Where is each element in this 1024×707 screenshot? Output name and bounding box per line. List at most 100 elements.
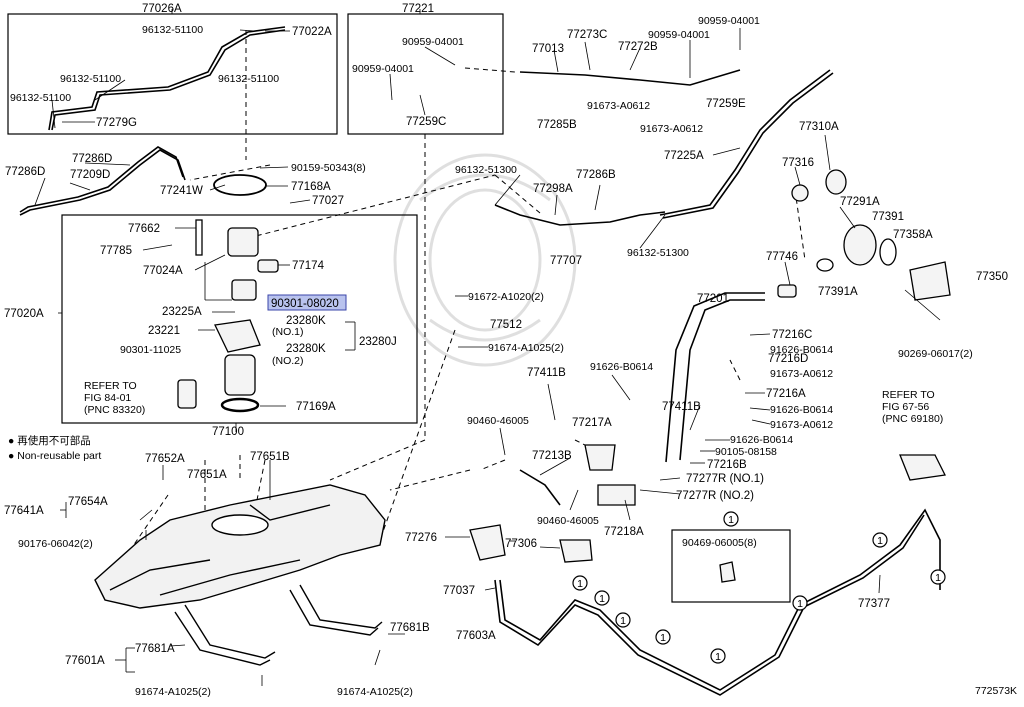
- label-77391A[interactable]: 77391A: [818, 286, 858, 298]
- label-77358A[interactable]: 77358A: [893, 229, 933, 241]
- label-77216A[interactable]: 77216A: [766, 388, 806, 400]
- label-90460-46005-b[interactable]: 90460-46005: [537, 515, 599, 527]
- label-77024A[interactable]: 77024A: [143, 265, 183, 277]
- label-77641A[interactable]: 77641A: [4, 505, 44, 517]
- label-77273C[interactable]: 77273C: [567, 29, 607, 41]
- label-90959-04001-d[interactable]: 90959-04001: [698, 15, 760, 27]
- label-91626-B0614-a[interactable]: 91626-B0614: [770, 344, 833, 356]
- label-77013[interactable]: 77013: [532, 43, 564, 55]
- label-23280K-no2[interactable]: 23280K: [286, 343, 326, 355]
- label-77286D-a[interactable]: 77286D: [72, 153, 112, 165]
- label-77037[interactable]: 77037: [443, 585, 475, 597]
- label-77377[interactable]: 77377: [858, 598, 890, 610]
- label-77216B[interactable]: 77216B: [707, 459, 747, 471]
- label-77654A[interactable]: 77654A: [68, 496, 108, 508]
- label-77201[interactable]: 77201: [697, 293, 729, 305]
- label-23280K-no1[interactable]: 23280K: [286, 315, 326, 327]
- label-77279G[interactable]: 77279G: [96, 117, 137, 129]
- label-90959-04001-b[interactable]: 90959-04001: [352, 63, 414, 75]
- label-90460-46005-a[interactable]: 90460-46005: [467, 415, 529, 427]
- label-91626-B0614-d[interactable]: 91626-B0614: [730, 434, 793, 446]
- label-77168A[interactable]: 77168A: [291, 181, 331, 193]
- label-90105-08158[interactable]: 90105-08158: [715, 446, 777, 458]
- label-91626-B0614-c[interactable]: 91626-B0614: [590, 361, 653, 373]
- label-77213B[interactable]: 77213B: [532, 450, 572, 462]
- label-77026A[interactable]: 77026A: [142, 3, 182, 15]
- label-77306[interactable]: 77306: [505, 538, 537, 550]
- label-77277R-no2[interactable]: 77277R (NO.2): [676, 490, 754, 502]
- label-77350[interactable]: 77350: [976, 271, 1008, 283]
- label-77512[interactable]: 77512: [490, 319, 522, 331]
- label-96132-51100-d[interactable]: 96132-51100: [10, 92, 71, 104]
- label-77316[interactable]: 77316: [782, 157, 814, 169]
- label-77221[interactable]: 77221: [402, 3, 434, 15]
- label-90176-06042[interactable]: 90176-06042(2): [18, 538, 93, 550]
- label-77225A[interactable]: 77225A: [664, 150, 704, 162]
- label-77277R-no1[interactable]: 77277R (NO.1): [686, 473, 764, 485]
- label-77603A[interactable]: 77603A: [456, 630, 496, 642]
- label-77285B[interactable]: 77285B: [537, 119, 577, 131]
- label-77020A[interactable]: 77020A: [4, 308, 44, 320]
- label-77174[interactable]: 77174: [292, 260, 325, 272]
- clip-number: 1: [715, 651, 721, 663]
- label-91673-A0612-a[interactable]: 91673-A0612: [587, 100, 650, 112]
- label-90959-04001-a[interactable]: 90959-04001: [402, 36, 464, 48]
- label-77259E[interactable]: 77259E: [706, 98, 746, 110]
- label-77276[interactable]: 77276: [405, 532, 437, 544]
- label-77169A[interactable]: 77169A: [296, 401, 336, 413]
- label-90301-08020[interactable]: 90301-08020: [271, 298, 339, 310]
- label-77785[interactable]: 77785: [100, 245, 132, 257]
- label-91673-A0612-d[interactable]: 91673-A0612: [770, 419, 833, 431]
- label-91672-A1020[interactable]: 91672-A1020(2): [468, 291, 544, 303]
- label-77411B-a[interactable]: 77411B: [527, 367, 566, 379]
- label-96132-51300-b[interactable]: 96132-51300: [627, 247, 689, 259]
- label-91674-A1025-b[interactable]: 91674-A1025(2): [135, 686, 211, 698]
- label-91674-A1025-a[interactable]: 91674-A1025(2): [488, 342, 564, 354]
- label-96132-51100-c[interactable]: 96132-51100: [218, 73, 279, 85]
- label-91673-A0612-b[interactable]: 91673-A0612: [640, 123, 703, 135]
- label-77100[interactable]: 77100: [212, 426, 244, 438]
- label-77746[interactable]: 77746: [766, 251, 798, 263]
- label-23221[interactable]: 23221: [148, 325, 180, 337]
- label-77411B-b[interactable]: 77411B: [662, 401, 701, 413]
- label-91674-A1025-c[interactable]: 91674-A1025(2): [337, 686, 413, 698]
- label-90159-50343[interactable]: 90159-50343(8): [291, 162, 366, 174]
- label-77259C[interactable]: 77259C: [406, 116, 446, 128]
- label-77022A[interactable]: 77022A: [292, 26, 332, 38]
- label-23225A[interactable]: 23225A: [162, 306, 202, 318]
- label-77291A[interactable]: 77291A: [840, 196, 880, 208]
- label-77218A[interactable]: 77218A: [604, 526, 644, 538]
- label-77707[interactable]: 77707: [550, 255, 582, 267]
- label-77027[interactable]: 77027: [312, 195, 344, 207]
- label-77310A[interactable]: 77310A: [799, 121, 839, 133]
- label-23280J[interactable]: 23280J: [359, 336, 397, 348]
- label-77651A[interactable]: 77651A: [187, 469, 227, 481]
- label-77286D-b[interactable]: 77286D: [5, 166, 45, 178]
- label-77391[interactable]: 77391: [872, 211, 904, 223]
- label-77209D[interactable]: 77209D: [70, 169, 110, 181]
- label-77216C[interactable]: 77216C: [772, 329, 812, 341]
- legend-jp: ● 再使用不可部品: [8, 434, 91, 447]
- label-91673-A0612-c[interactable]: 91673-A0612: [770, 368, 833, 380]
- label-77217A[interactable]: 77217A: [572, 417, 612, 429]
- label-90469-06005[interactable]: 90469-06005(8): [682, 537, 757, 549]
- label-77681B[interactable]: 77681B: [390, 622, 430, 634]
- clip-callout-circle: [572, 575, 588, 591]
- label-96132-51100-b[interactable]: 96132-51100: [60, 73, 121, 85]
- label-96132-51100-a[interactable]: 96132-51100: [142, 24, 203, 36]
- label-77286B[interactable]: 77286B: [576, 169, 616, 181]
- label-96132-51300-a[interactable]: 96132-51300: [455, 164, 517, 176]
- label-90269-06017[interactable]: 90269-06017(2): [898, 348, 973, 360]
- label-77652A[interactable]: 77652A: [145, 453, 185, 465]
- label-77601A[interactable]: 77601A: [65, 655, 105, 667]
- label-77681A[interactable]: 77681A: [135, 643, 175, 655]
- label-77662[interactable]: 77662: [128, 223, 160, 235]
- label-77272B[interactable]: 77272B: [618, 41, 658, 53]
- label-77216D[interactable]: 77216D: [768, 353, 808, 365]
- label-77651B[interactable]: 77651B: [250, 451, 290, 463]
- label-90301-11025[interactable]: 90301-11025: [120, 344, 181, 356]
- label-91626-B0614-b[interactable]: 91626-B0614: [770, 404, 833, 416]
- label-77241W[interactable]: 77241W: [160, 185, 203, 197]
- label-90959-04001-c[interactable]: 90959-04001: [648, 29, 710, 41]
- label-77298A[interactable]: 77298A: [533, 183, 573, 195]
